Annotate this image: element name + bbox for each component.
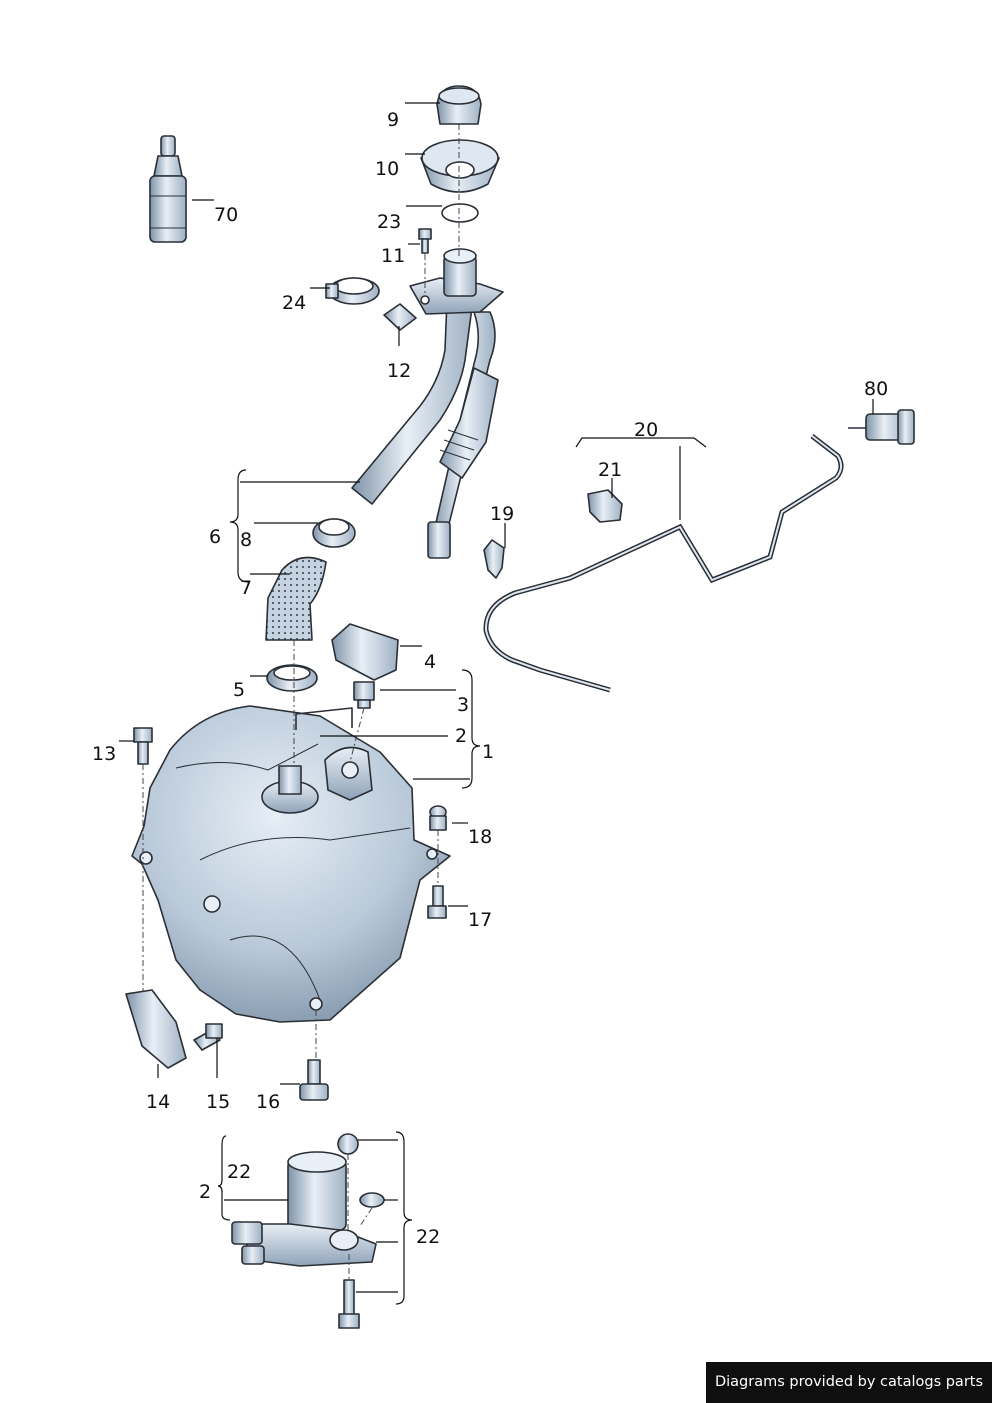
callout-labels: 9 10 23 11 24 12 70 80 20 21 19 6 8 7 4 … [92,109,888,1248]
callout-4: 4 [424,651,436,673]
callout-6: 6 [209,526,221,548]
callout-24: 24 [282,292,306,314]
callout-13: 13 [92,743,116,765]
part-23-o-ring [441,203,479,223]
part-2-pump [231,1133,385,1329]
part-80-valve [848,409,915,445]
callout-12: 12 [387,360,411,382]
callout-9: 9 [387,109,399,131]
callout-2: 2 [455,725,467,747]
callout-70: 70 [214,204,238,226]
callout-23: 23 [377,211,401,233]
part-24-hose-clamp [325,277,380,305]
callout-17: 17 [468,909,492,931]
part-7-hose [265,556,327,641]
part-18-grommet [429,805,447,831]
part-16-bolt [299,1059,329,1101]
callout-14: 14 [146,1091,170,1113]
attribution-banner: Diagrams provided by catalogs parts [706,1362,992,1403]
callout-11: 11 [381,245,405,267]
part-10-filler-boot [420,139,500,193]
callout-8: 8 [240,529,252,551]
part-9-filler-cap [436,85,482,125]
part-70-fluid-vial [149,135,187,243]
part-8-hose-clamp [312,518,356,548]
part-13-bolt [133,727,153,765]
callout-10: 10 [375,158,399,180]
leader-lines [119,102,874,1305]
callout-18: 18 [468,826,492,848]
callout-1: 1 [482,741,494,763]
part-20-line [483,434,844,693]
part-21-clip [587,489,623,523]
callout-3: 3 [457,694,469,716]
part-5-hose-clamp [266,664,318,692]
part-19-clip [483,539,505,579]
part-12-clip-nut [383,303,417,331]
callout-15: 15 [206,1091,230,1113]
callout-22-left: 22 [227,1161,251,1183]
callout-22-right: 22 [416,1226,440,1248]
part-17-bolt [427,885,447,919]
callout-5: 5 [233,679,245,701]
callout-2-pump: 2 [199,1181,211,1203]
callout-7: 7 [240,577,252,599]
part-14-bracket [125,989,187,1069]
part-4-bracket [331,623,399,681]
callout-16: 16 [256,1091,280,1113]
part-11-screw [418,228,432,254]
part-6-filler-neck [351,248,504,559]
callout-21: 21 [598,459,622,481]
callout-20: 20 [634,419,658,441]
part-1-reservoir-tank [131,705,451,1023]
part-3-fitting [353,681,375,709]
part-15-bolt [193,1023,223,1051]
callout-19: 19 [490,503,514,525]
callout-80: 80 [864,378,888,400]
